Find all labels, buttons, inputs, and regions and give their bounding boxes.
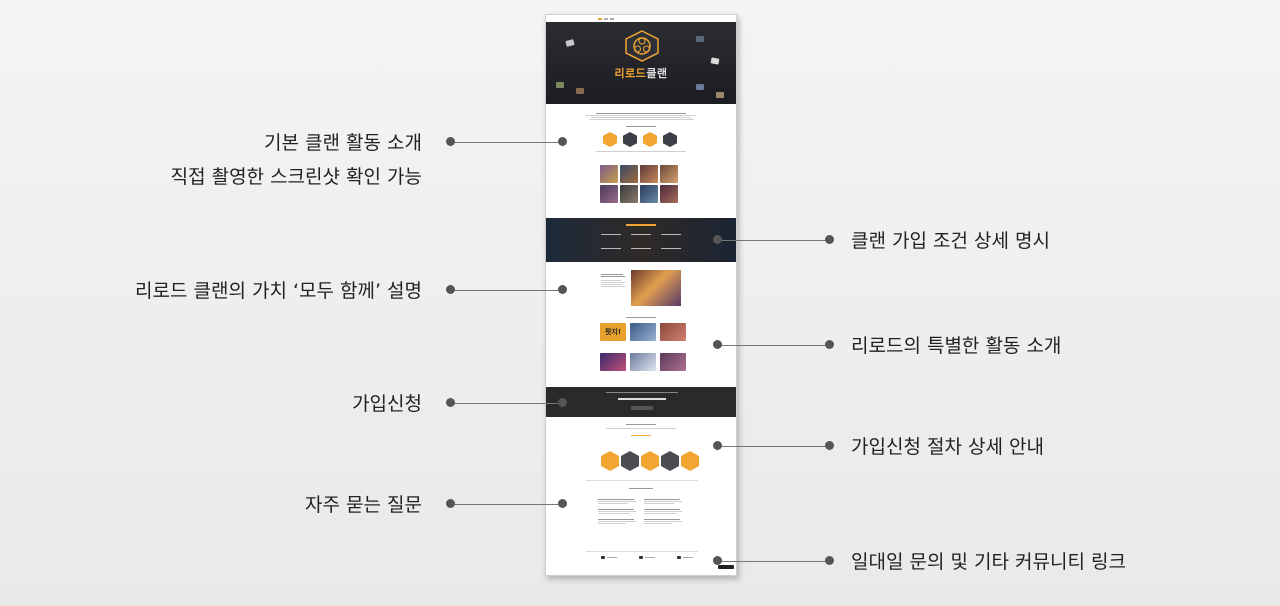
callout-contact-links: 일대일 문의 및 기타 커뮤니티 링크 [851,551,1126,573]
callout-special-activity: 리로드의 특별한 활동 소개 [851,335,1062,357]
callout-value-together: 리로드 클랜의 가치 ‘모두 함께’ 설명 [135,280,422,302]
activity-icons [603,132,677,147]
site-top-bar [546,15,736,22]
apply-button[interactable] [631,406,653,410]
apply-section [546,387,736,417]
special-activity-grid: 팟지! [600,323,686,371]
message-icon[interactable] [639,556,643,559]
join-conditions-section [546,218,736,262]
hero-banner: 리로드클랜 [546,22,736,104]
chat-widget-button[interactable] [718,565,734,569]
community-icon[interactable] [677,556,681,559]
clan-logo-icon [625,30,659,62]
procedure-steps [601,451,699,471]
callout-faq: 자주 묻는 질문 [305,494,422,516]
chat-icon[interactable] [601,556,605,559]
website-mockup: 리로드클랜 [545,14,737,576]
callout-apply: 가입신청 [352,393,422,415]
together-image [631,270,681,306]
intro-text [546,112,736,121]
hero-title: 리로드클랜 [614,67,668,80]
faq-column-left [598,498,638,525]
screenshot-grid [600,165,678,203]
promo-label: 팟지! [604,328,622,336]
faq-column-right [644,498,684,525]
value-together-text [601,273,626,288]
callout-join-conditions: 클랜 가입 조건 상세 명시 [851,230,1050,252]
callout-apply-procedure: 가입신청 절차 상세 안내 [851,436,1044,458]
contact-links [601,556,693,559]
apply-procedure-text [546,423,736,437]
callout-basic-activity: 기본 클랜 활동 소개 직접 촬영한 스크린샷 확인 가능 [170,132,422,188]
